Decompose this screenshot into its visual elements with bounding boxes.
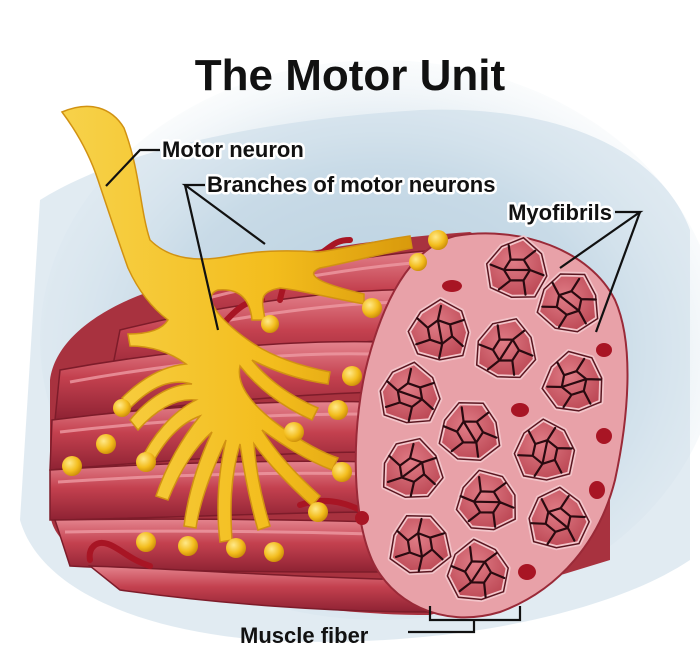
label-branches-of-motor-neurons: Branches of motor neurons [207,172,495,197]
diagram-title: The Motor Unit [195,51,506,100]
leader-lines [105,148,644,634]
label-myofibrils: Myofibrils [508,200,612,225]
motor-neuron [60,105,448,562]
myofibril-bundle [526,484,592,551]
bracket-muscle-fiber [408,606,522,634]
label-muscle-fiber: Muscle fiber [240,623,369,648]
leader-branches-2 [183,184,220,331]
myofibril-bundle [436,400,503,463]
myofibril-bundle [387,513,454,576]
myofibril-bundle [539,349,605,414]
leader-motor-neuron [105,148,160,187]
myofibril-bundle [377,359,443,426]
myofibril-bundle [534,271,601,335]
myofibril-bundle [444,536,511,602]
leader-myofibrils-2 [594,211,642,333]
myofibril-bundle [511,416,577,483]
myofibril-bundle [405,297,472,363]
label-motor-neuron: Motor neuron [162,137,304,162]
myofibril-bundle [484,235,550,300]
myofibril-bundle [474,316,538,380]
myofibrils-group [377,235,605,602]
myofibril-bundle [454,467,518,533]
myofibril-bundle [381,436,446,500]
